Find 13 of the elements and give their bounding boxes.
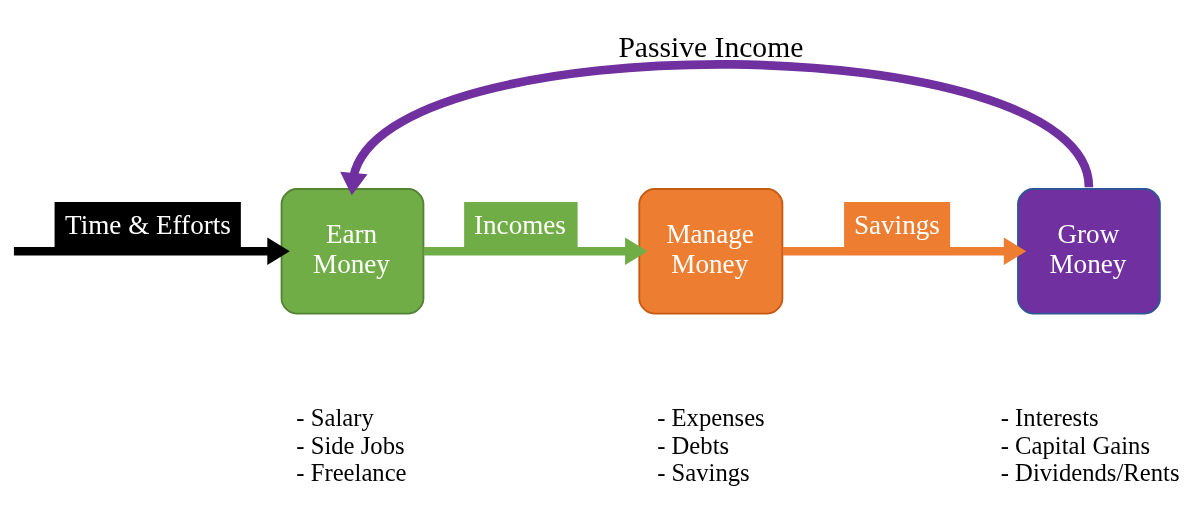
node-label: - Capital Gains — [1000, 431, 1151, 459]
node-label: - Dividends/Rents — [1000, 458, 1180, 486]
edge-label: Passive Income — [618, 30, 804, 63]
node-label: - Interests — [1000, 404, 1099, 432]
edge-label: Savings — [853, 209, 940, 240]
node-label: - Debts — [657, 431, 730, 459]
node-label: - Expenses — [657, 404, 765, 432]
node-label: - Salary — [296, 404, 374, 432]
edge-label: Incomes — [474, 209, 566, 240]
edge-label: Time & Efforts — [65, 209, 231, 240]
node-label: - Side Jobs — [296, 431, 405, 459]
node-label: - Freelance — [296, 458, 407, 486]
node-label: - Savings — [657, 458, 750, 486]
